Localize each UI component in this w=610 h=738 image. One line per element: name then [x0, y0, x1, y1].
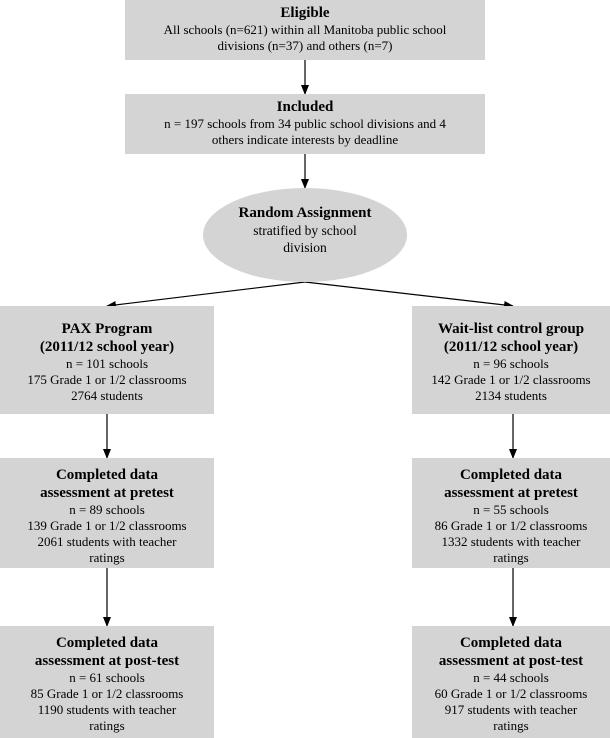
pax-title-2: (2011/12 school year) [39, 339, 175, 355]
eligible-line-2: divisions (n=37) and others (n=7) [217, 38, 393, 53]
random-line-1: stratified by school [253, 223, 357, 238]
random-line-2: division [283, 240, 327, 255]
included-box: Included n = 197 schools from 34 public … [125, 94, 485, 154]
pax-program-box: PAX Program (2011/12 school year) n = 10… [0, 306, 214, 414]
pax-title-1: PAX Program [61, 321, 153, 337]
waitlist-line-2: 142 Grade 1 or 1/2 classrooms [431, 372, 591, 387]
wait-pretest-title-2: assessment at pretest [444, 485, 578, 501]
wait-posttest-title-1: Completed data [459, 635, 563, 651]
wait-pretest-line-2: 86 Grade 1 or 1/2 classrooms [434, 518, 588, 533]
pax-pretest-line-3: 2061 students with teacher [37, 534, 177, 549]
pax-pretest-title-1: Completed data [55, 467, 159, 483]
waitlist-title-2: (2011/12 school year) [443, 339, 579, 355]
pax-line-1: n = 101 schools [65, 356, 149, 371]
included-line-1: n = 197 schools from 34 public school di… [164, 116, 446, 131]
pax-posttest-line-1: n = 61 schools [69, 670, 145, 685]
eligible-box: Eligible All schools (n=621) within all … [125, 0, 485, 60]
wait-pretest-line-4: ratings [493, 550, 529, 565]
eligible-title: Eligible [280, 5, 330, 21]
wait-posttest-line-4: ratings [493, 718, 529, 733]
wait-pretest-title-1: Completed data [459, 467, 563, 483]
pax-pretest-line-4: ratings [89, 550, 125, 565]
pax-pretest-line-2: 139 Grade 1 or 1/2 classrooms [27, 518, 187, 533]
pax-pretest-line-1: n = 89 schools [69, 502, 145, 517]
included-title: Included [276, 99, 334, 115]
arrow-random-to-pax [106, 281, 306, 309]
wait-posttest-line-1: n = 44 schools [473, 670, 549, 685]
waitlist-box: Wait-list control group (2011/12 school … [412, 306, 610, 414]
wait-pretest-line-3: 1332 students with teacher [441, 534, 581, 549]
wait-posttest-line-3: 917 students with teacher [444, 702, 578, 717]
waitlist-title-1: Wait-list control group [437, 321, 585, 337]
wait-pretest-line-1: n = 55 schools [473, 502, 549, 517]
wait-pretest-box: Completed data assessment at pretest n =… [412, 458, 610, 568]
wait-posttest-line-2: 60 Grade 1 or 1/2 classrooms [434, 686, 588, 701]
pax-posttest-line-4: ratings [89, 718, 125, 733]
eligible-line-1: All schools (n=621) within all Manitoba … [163, 22, 447, 37]
included-line-2: others indicate interests by deadline [211, 132, 399, 147]
pax-pretest-title-2: assessment at pretest [40, 485, 174, 501]
wait-posttest-box: Completed data assessment at post-test n… [412, 626, 610, 738]
pax-posttest-line-3: 1190 students with teacher [37, 702, 177, 717]
wait-posttest-title-2: assessment at post-test [438, 653, 584, 669]
waitlist-line-3: 2134 students [475, 388, 547, 403]
pax-posttest-title-2: assessment at post-test [34, 653, 180, 669]
pax-line-3: 2764 students [71, 388, 143, 403]
waitlist-line-1: n = 96 schools [473, 356, 549, 371]
pax-posttest-title-1: Completed data [55, 635, 159, 651]
random-assignment-ellipse: Random Assignment stratified by school d… [203, 188, 407, 282]
pax-posttest-box: Completed data assessment at post-test n… [0, 626, 214, 738]
pax-posttest-line-2: 85 Grade 1 or 1/2 classrooms [30, 686, 184, 701]
arrow-random-to-waitlist [304, 281, 514, 309]
random-title: Random Assignment [238, 205, 372, 221]
pax-pretest-box: Completed data assessment at pretest n =… [0, 458, 214, 568]
pax-line-2: 175 Grade 1 or 1/2 classrooms [27, 372, 187, 387]
